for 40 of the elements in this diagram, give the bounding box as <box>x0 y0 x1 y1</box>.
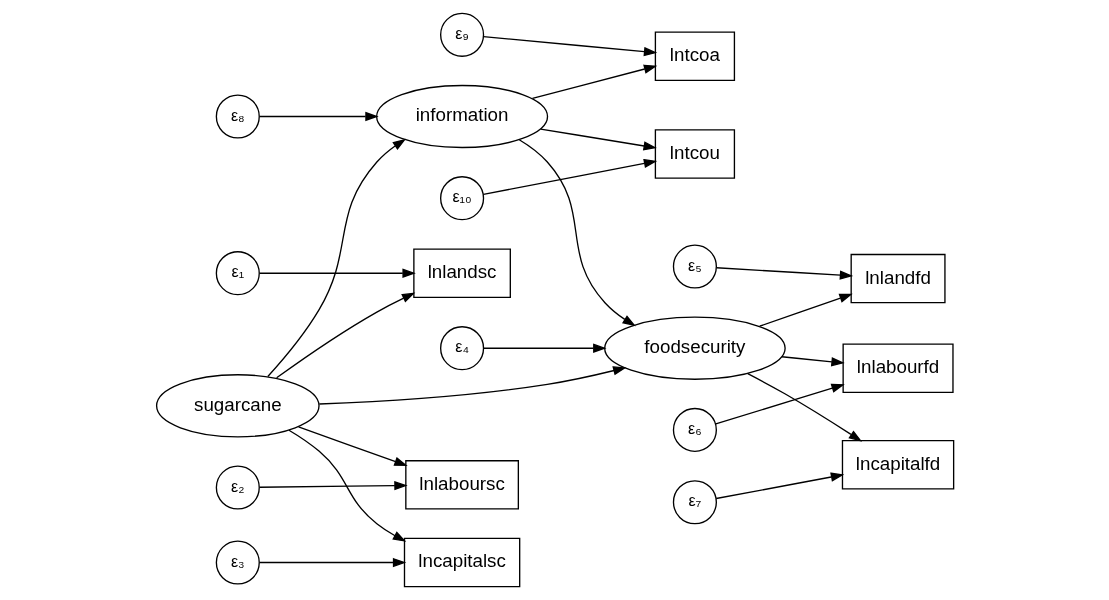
node-box: lnlaboursc <box>404 460 519 510</box>
node-circle: ε₆ <box>672 407 717 453</box>
arrow <box>258 557 406 568</box>
node-box: lnlandsc <box>412 248 511 298</box>
arrow <box>275 292 415 379</box>
node-circle: ε₈ <box>215 94 260 139</box>
node-box: lnlandfd <box>850 253 946 304</box>
node-circle: ε₇ <box>672 480 717 525</box>
arrow <box>266 138 406 378</box>
node-box: lnlabourfd <box>841 343 954 394</box>
node-ellipse: sugarcane <box>155 374 320 438</box>
node-box: lncapitalsc <box>403 537 520 588</box>
node-circle: ε₅ <box>672 244 717 289</box>
arrow <box>258 480 408 491</box>
arrow <box>297 426 408 466</box>
node-box: lncapitalfd <box>841 439 954 490</box>
node-box: lntcou <box>654 129 735 179</box>
node-circle: ε₉ <box>439 12 484 57</box>
arrow <box>258 111 379 122</box>
node-circle: ε₁ <box>215 251 260 296</box>
arrow <box>780 356 845 367</box>
arrow <box>318 366 626 405</box>
node-box: lntcoa <box>654 31 735 81</box>
arrow <box>518 139 636 327</box>
node-circle: ε₂ <box>215 465 260 510</box>
arrow <box>287 429 406 542</box>
arrow <box>258 268 416 278</box>
arrow <box>539 128 657 151</box>
arrow <box>746 373 862 442</box>
arrow <box>482 343 606 353</box>
node-circle: ε₁₀ <box>439 176 484 221</box>
arrow <box>482 158 657 196</box>
arrow <box>758 293 853 327</box>
arrow <box>482 36 657 57</box>
node-circle: ε₃ <box>215 540 260 585</box>
arrow <box>714 383 845 425</box>
node-circle: ε₄ <box>439 326 484 371</box>
arrow <box>531 64 657 100</box>
arrow <box>715 267 853 280</box>
arrow <box>715 472 844 500</box>
